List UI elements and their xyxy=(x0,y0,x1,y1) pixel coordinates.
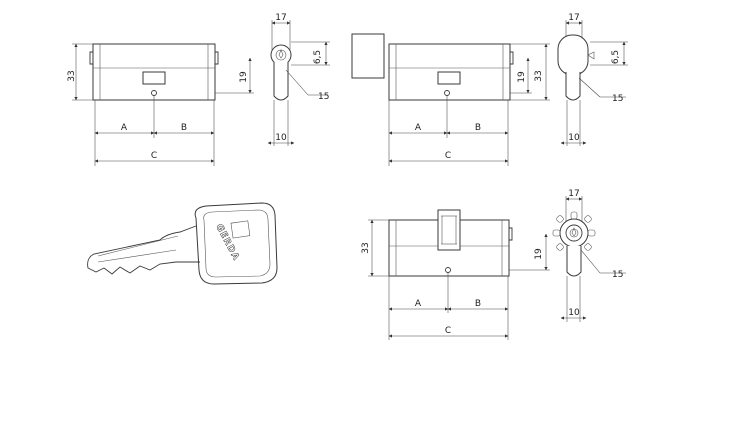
dimension-height: 33 xyxy=(67,43,93,101)
cam-label: 6,5 xyxy=(313,50,323,64)
dimension-ab: A B C xyxy=(388,273,509,340)
dimension-offset: 19 xyxy=(509,233,550,271)
width-label: 17 xyxy=(275,13,286,23)
b-label: B xyxy=(475,123,481,133)
profile-side-view: 17 15 10 xyxy=(552,189,626,322)
cylinder-gear-body xyxy=(388,209,513,277)
foot-label: 10 xyxy=(568,133,580,143)
a-label: A xyxy=(415,123,422,133)
c-label: C xyxy=(445,151,451,161)
b-label: B xyxy=(181,123,187,133)
b-label: B xyxy=(475,299,481,309)
cylinder-standard-body xyxy=(89,43,219,101)
dimension-height: 33 xyxy=(361,219,389,277)
a-label: A xyxy=(415,299,422,309)
height-label: 33 xyxy=(361,242,371,253)
height-label: 33 xyxy=(534,70,544,81)
key-illustration: GERDA xyxy=(87,202,278,285)
dimension-height: 33 xyxy=(510,43,550,101)
profile-side-view: 17 6,5 15 10 xyxy=(267,13,330,146)
cam-label: 6,5 xyxy=(611,50,621,64)
width-label: 17 xyxy=(568,189,579,199)
width-label: 17 xyxy=(568,13,579,23)
a-label: A xyxy=(121,123,128,133)
radius-label: 15 xyxy=(612,270,623,280)
dimension-ab: A B C xyxy=(388,96,509,166)
radius-label: 15 xyxy=(318,92,329,102)
cylinder-standard-view: 33 19 A B C 17 xyxy=(67,13,330,166)
c-label: C xyxy=(445,326,451,336)
offset-label: 19 xyxy=(517,71,527,83)
profile-side-view: 17 6,5 15 10 xyxy=(557,13,628,146)
height-label: 33 xyxy=(67,70,77,81)
dimension-offset: 19 xyxy=(510,57,532,94)
offset-label: 19 xyxy=(239,71,249,83)
cylinder-knob-view: 33 19 A B C 17 xyxy=(351,13,628,166)
c-label: C xyxy=(151,151,157,161)
gear-wheel xyxy=(552,211,596,255)
foot-label: 10 xyxy=(275,133,287,143)
cylinder-knob-body xyxy=(388,43,514,101)
radius-label: 15 xyxy=(612,94,623,104)
dimension-ab: A B C xyxy=(94,96,215,166)
foot-label: 10 xyxy=(568,308,580,318)
cylinder-gear-view: 33 19 A B C xyxy=(361,189,626,340)
offset-label: 19 xyxy=(534,248,544,260)
knob xyxy=(351,33,385,79)
dimension-offset: 19 xyxy=(215,57,254,94)
